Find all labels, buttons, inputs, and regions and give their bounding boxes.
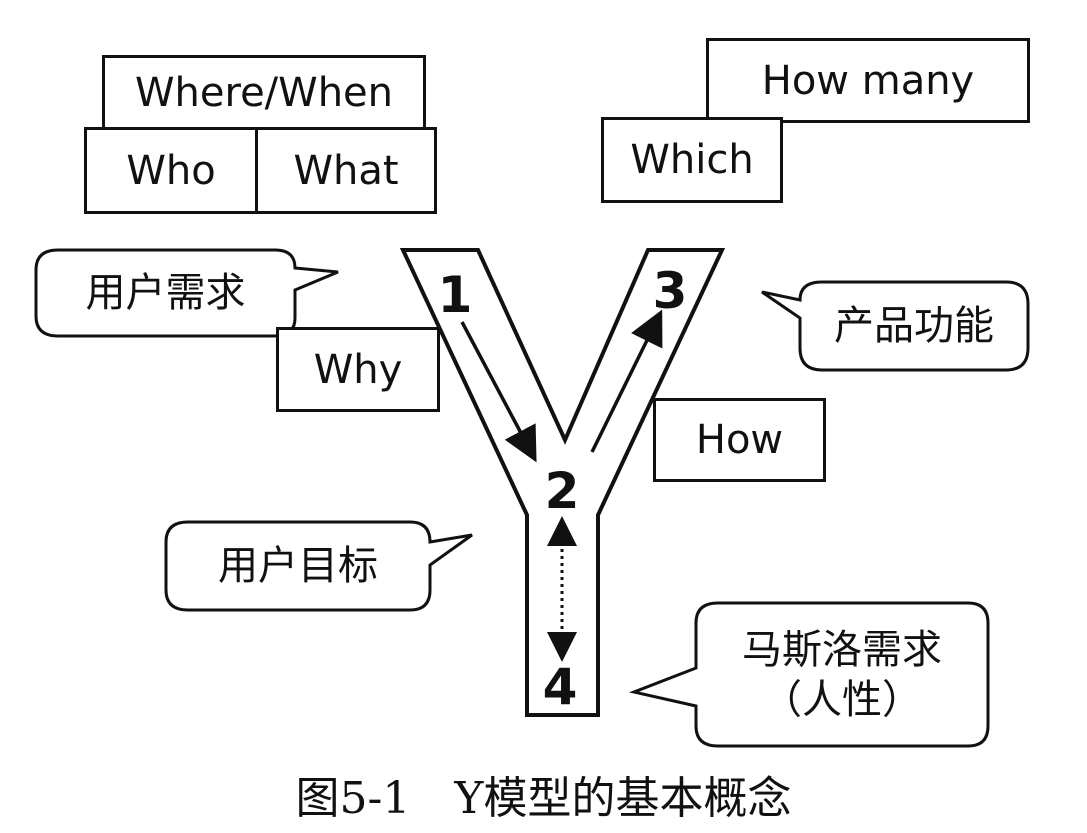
how-box: How bbox=[653, 398, 826, 482]
bubble-user-needs bbox=[34, 248, 339, 338]
step-2: 2 bbox=[545, 462, 580, 520]
step-1: 1 bbox=[438, 266, 473, 324]
step-3: 3 bbox=[653, 262, 688, 320]
maslow-line-2: （人性） bbox=[762, 676, 922, 723]
maslow-line-1: 马斯洛需求 bbox=[742, 626, 942, 673]
bubble-product-features bbox=[761, 280, 1030, 372]
who-box: Who bbox=[84, 127, 258, 214]
what-box: What bbox=[255, 127, 437, 214]
bubble-user-goals bbox=[164, 520, 473, 612]
product-features-label: 产品功能 bbox=[834, 303, 994, 349]
where-when-box: Where/When bbox=[102, 55, 426, 130]
arrow-2-to-3 bbox=[590, 309, 663, 453]
which-box: Which bbox=[601, 117, 783, 203]
user-needs-label: 用户需求 bbox=[85, 270, 246, 316]
why-box: Why bbox=[276, 327, 440, 412]
user-goals-label: 用户目标 bbox=[218, 543, 378, 589]
figure-caption: 图5-1 Y模型的基本概念 bbox=[295, 773, 792, 824]
how-many-box: How many bbox=[706, 38, 1030, 123]
step-4: 4 bbox=[543, 658, 578, 716]
bubble-maslow bbox=[628, 601, 990, 748]
y-shape bbox=[399, 248, 726, 717]
maslow-label: 马斯洛需求 （人性） bbox=[696, 603, 988, 746]
arrow-1-to-2 bbox=[460, 321, 537, 463]
